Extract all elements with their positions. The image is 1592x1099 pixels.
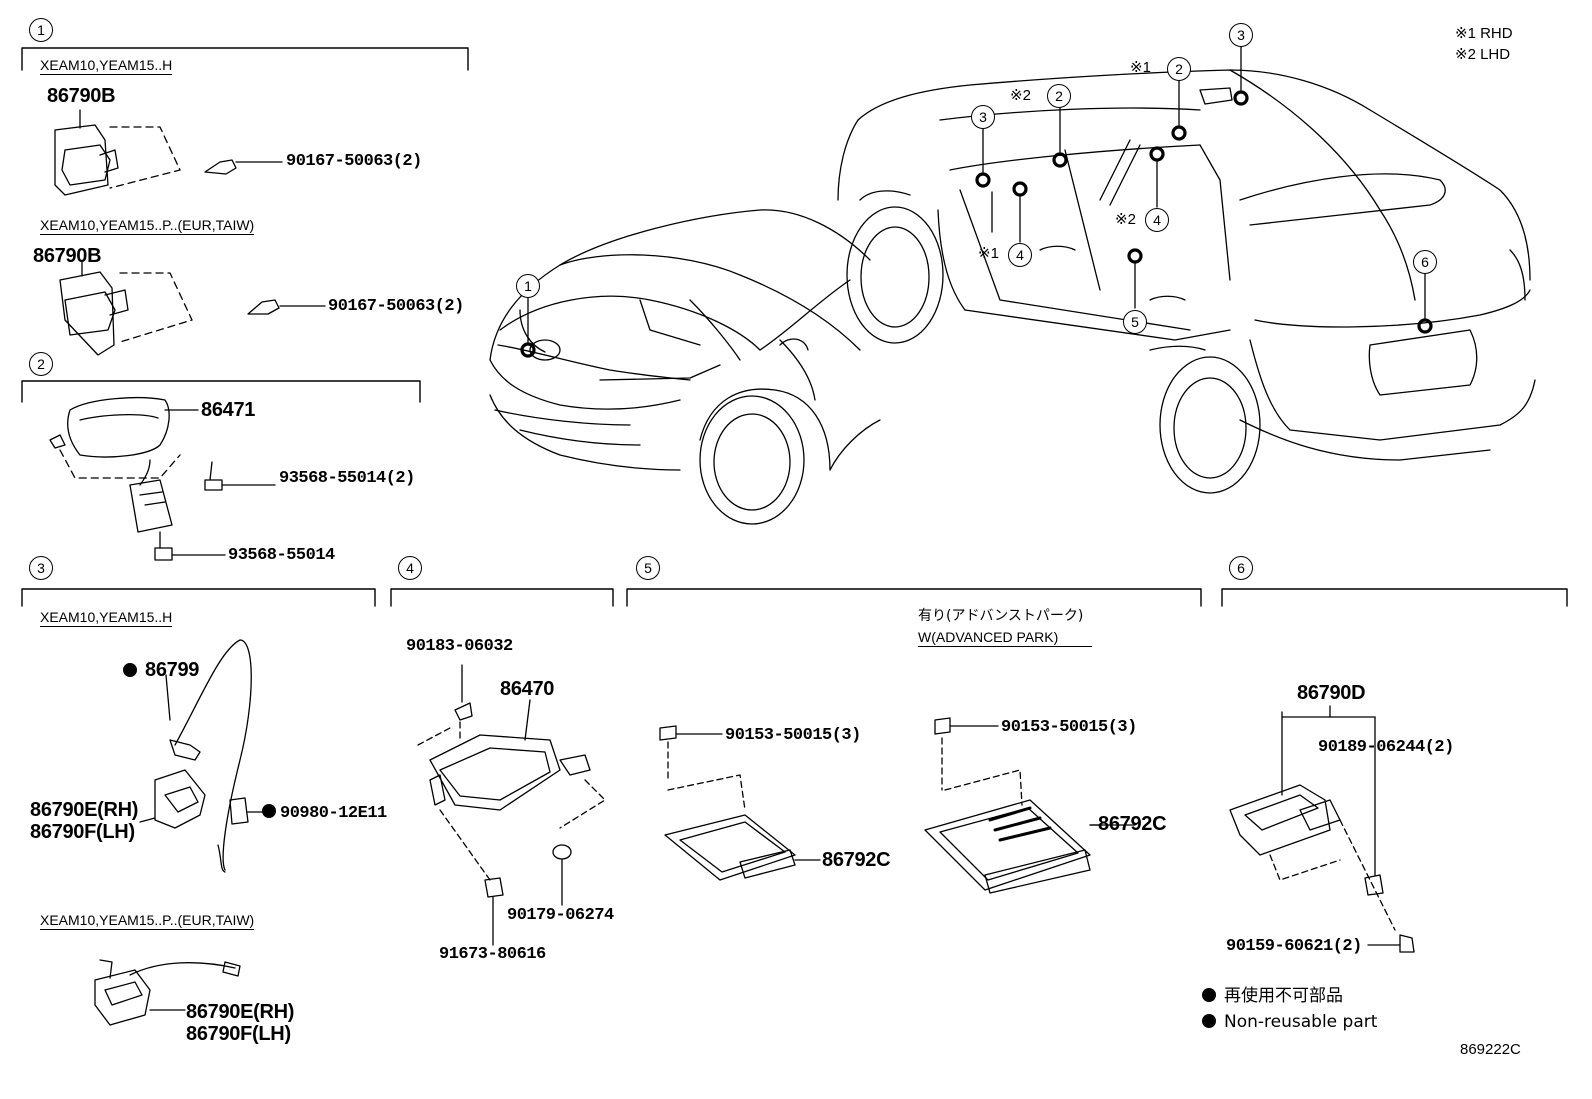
- section3-variant-b: XEAM10,YEAM15..P..(EUR,TAIW): [40, 912, 255, 930]
- non-reusable-dot-icon: [123, 663, 137, 677]
- section2-number: 2: [29, 352, 53, 376]
- vehicle-callout-1: 1: [516, 274, 540, 298]
- vehicle-callout-3-rear: 3: [1229, 23, 1253, 47]
- vehicle-callout-4-lhd: 4: [1145, 208, 1169, 232]
- section4-grommet: 90179-06274: [507, 906, 614, 925]
- illustration-ref-code: 869222C: [1460, 1041, 1521, 1058]
- section3-camera-rh-b: 86790E(RH): [186, 1001, 295, 1023]
- legend-jp: 再使用不可部品: [1202, 988, 1343, 1005]
- mark-lhd-2: ※2: [1115, 211, 1136, 228]
- section3-clip: 90980-12E11: [262, 804, 387, 822]
- section5-ecu-a: [659, 725, 821, 881]
- section5-option-en: W(ADVANCED PARK): [918, 630, 1093, 647]
- section2-part: 86471: [201, 399, 256, 421]
- rear-vehicle-illustration: [837, 69, 1536, 494]
- section6-number: 6: [1229, 556, 1253, 580]
- section1-screw-b: 90167-50063(2): [328, 297, 464, 316]
- lhd-note: ※2 LHD: [1455, 46, 1511, 63]
- section3-camera-lh: 86790F(LH): [30, 821, 135, 843]
- vehicle-callout-leaders: [527, 46, 1426, 346]
- vehicle-callout-2-lhd: 2: [1047, 84, 1071, 108]
- section2-screw-b: 93568-55014: [228, 546, 335, 565]
- section6-camera: 86790D: [1297, 682, 1366, 704]
- section2-sensor: [49, 397, 276, 561]
- section1-variant-b: XEAM10,YEAM15..P..(EUR,TAIW): [40, 217, 255, 235]
- section5-screw-b: 90153-50015(3): [1001, 718, 1137, 737]
- section5-ecu-a: 86792C: [822, 849, 891, 871]
- section5-number: 5: [636, 556, 660, 580]
- section1-screw-a: 90167-50063(2): [286, 152, 422, 171]
- section1-bracket-camera-b: [59, 261, 326, 356]
- section6-rear-camera: [1229, 705, 1415, 953]
- section3-variant-a: XEAM10,YEAM15..H: [40, 609, 173, 627]
- section4-module: [417, 664, 606, 946]
- section5-option-jp: 有り(アドバンストパーク): [918, 608, 1084, 624]
- section4-bolt: 91673-80616: [439, 945, 546, 964]
- mark-rhd-2: ※1: [978, 245, 999, 262]
- vehicle-callout-5: 5: [1123, 310, 1147, 334]
- legend-en: Non-reusable part: [1202, 1014, 1377, 1031]
- section4-nut: 90183-06032: [406, 637, 513, 656]
- section3-camera-lh-b: 86790F(LH): [186, 1023, 291, 1045]
- vehicle-callout-6: 6: [1413, 250, 1437, 274]
- section3-camera-rh: 86790E(RH): [30, 799, 139, 821]
- non-reusable-dot-icon: [262, 804, 276, 818]
- section3-harness: 86799: [123, 660, 199, 680]
- section1-variant-a: XEAM10,YEAM15..H: [40, 57, 173, 75]
- section-brackets: [21, 47, 1568, 607]
- mark-lhd-1: ※2: [1010, 87, 1031, 104]
- section5-ecu-b: [924, 717, 1101, 894]
- section1-number: 1: [29, 18, 53, 42]
- section4-number: 4: [398, 556, 422, 580]
- section3-number: 3: [29, 556, 53, 580]
- section5-ecu-b: 86792C: [1098, 813, 1167, 835]
- vehicle-callout-3-front: 3: [971, 105, 995, 129]
- vehicle-callout-4-rhd: 4: [1008, 243, 1032, 267]
- non-reusable-dot-icon: [1202, 988, 1216, 1002]
- legend-en-text: Non-reusable part: [1224, 1012, 1378, 1032]
- section2-screw-a: 93568-55014(2): [279, 469, 415, 488]
- vehicle-callout-2-rhd: 2: [1167, 57, 1191, 81]
- mark-rhd-1: ※1: [1130, 59, 1151, 76]
- section5-screw-a: 90153-50015(3): [725, 726, 861, 745]
- section1-part-b: 86790B: [33, 245, 102, 267]
- section6-clip: 90189-06244(2): [1318, 738, 1454, 757]
- front-vehicle-illustration: [489, 209, 881, 525]
- section3-clip-number: 90980-12E11: [280, 804, 387, 823]
- section3-harness-number: 86799: [145, 659, 200, 681]
- section1-bracket-camera-a: [54, 109, 283, 196]
- section1-part-a: 86790B: [47, 85, 116, 107]
- vehicle-location-dots: [520, 90, 1433, 358]
- section6-screw: 90159-60621(2): [1226, 937, 1362, 956]
- section3-harness-and-cameras: [94, 639, 263, 1026]
- rhd-note: ※1 RHD: [1455, 25, 1513, 42]
- non-reusable-dot-icon: [1202, 1014, 1216, 1028]
- section4-module: 86470: [500, 678, 555, 700]
- legend-jp-text: 再使用不可部品: [1224, 986, 1343, 1006]
